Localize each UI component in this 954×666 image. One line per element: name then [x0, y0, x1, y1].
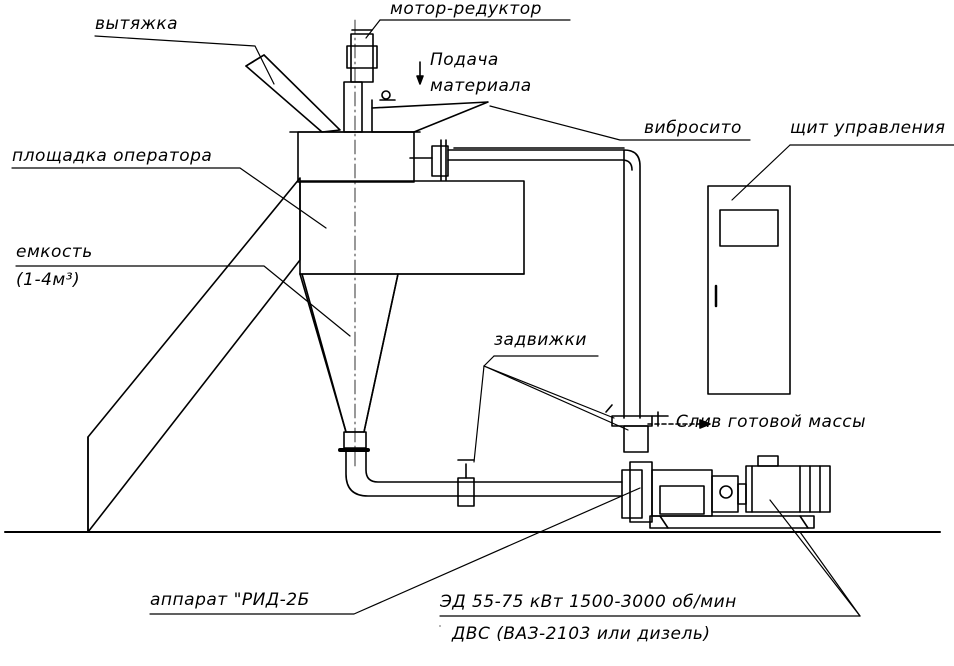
- tank: [299, 180, 525, 452]
- base-frame: [649, 515, 815, 529]
- exhaust-pipe: [245, 54, 341, 133]
- leader-lines: [11, 19, 954, 627]
- label-vibrosito: вибросито: [644, 118, 742, 138]
- label-ed: ЭД 55-75 кВт 1500-3000 об/мин: [440, 592, 737, 612]
- return-pipe: [409, 139, 641, 419]
- electric-motor: [745, 455, 831, 513]
- label-emkost-2: (1-4м³): [16, 270, 81, 290]
- operator-platform: [87, 177, 301, 533]
- motor-reducer: [343, 29, 378, 133]
- label-podacha-2: материала: [430, 76, 532, 96]
- suction-pipe: [345, 449, 623, 507]
- label-ploshchadka: площадка оператора: [12, 146, 213, 166]
- sieve-housing: [289, 90, 489, 183]
- feed-arrow: [416, 61, 424, 85]
- product-outlet-arrow: [647, 419, 711, 429]
- label-sliv: Слив готовой массы: [676, 412, 867, 432]
- label-apparat: аппарат "РИД-2Б: [150, 590, 310, 610]
- label-podacha-1: Подача: [430, 50, 499, 70]
- pump-rid: [621, 461, 747, 523]
- label-vytyazhka: вытяжка: [95, 14, 179, 34]
- label-motor-reduktor: мотор-редуктор: [390, 0, 542, 19]
- label-dvs: ДВС (ВАЗ-2103 или дизель): [452, 624, 711, 644]
- valves-riser: [605, 404, 669, 453]
- label-emkost-1: емкость: [16, 242, 93, 262]
- label-zadvizhki: задвижки: [494, 330, 587, 350]
- control-cabinet: [707, 185, 791, 395]
- label-shchit: щит управления: [790, 118, 946, 138]
